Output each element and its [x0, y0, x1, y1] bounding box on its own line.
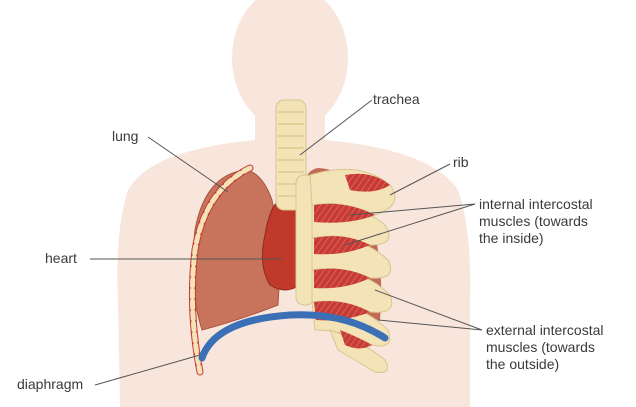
internal-intercostal-leader-line-2 — [344, 203, 476, 246]
trachea-leader-line — [299, 99, 373, 156]
diaphragm — [198, 311, 389, 362]
external-intercostal-muscles-label: external intercostal muscles (towards th… — [486, 322, 604, 372]
rib-leader-line — [389, 163, 451, 196]
external-intercostal-leader-line-1 — [374, 289, 483, 331]
leader-lines — [90, 99, 483, 386]
trachea-label: trachea — [373, 91, 420, 107]
internal-intercostal-leader-line-1 — [349, 203, 476, 216]
external-intercostal-leader-line-2 — [377, 319, 483, 331]
lung-label: lung — [112, 128, 139, 144]
diaphragm-label: diaphragm — [17, 376, 84, 392]
lung-leader-line — [147, 136, 229, 193]
heart-label: heart — [45, 250, 77, 266]
rib-label: rib — [453, 154, 469, 170]
diaphragm-leader-line — [94, 354, 201, 386]
left-rib-segments — [188, 164, 254, 376]
internal-intercostal-muscles-label: internal intercostal muscles (towards th… — [479, 196, 593, 246]
lung — [192, 169, 280, 331]
